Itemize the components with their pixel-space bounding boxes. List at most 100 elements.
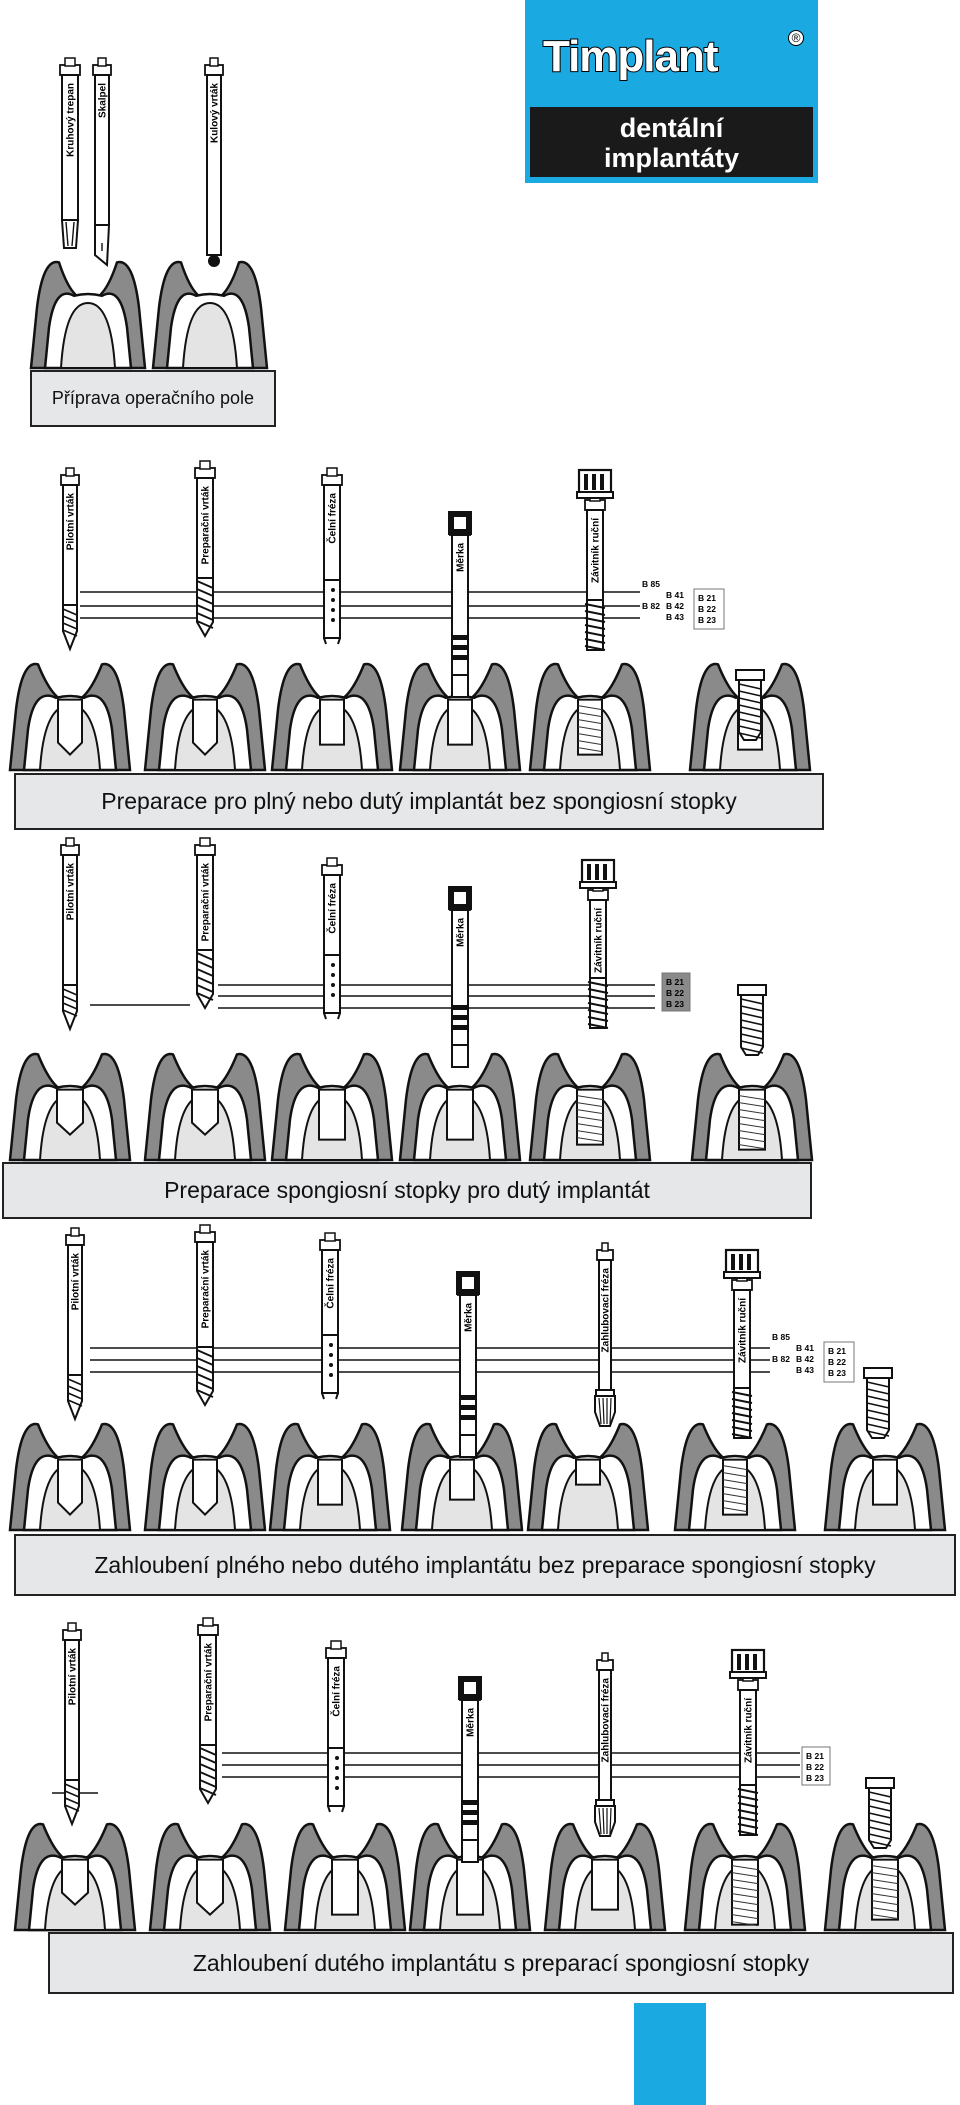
jaw	[148, 1822, 272, 1932]
reference-code: B 23	[666, 999, 684, 1009]
drill-cavity	[318, 1088, 346, 1141]
reference-code: B 41	[796, 1343, 814, 1353]
reference-code: B 21	[666, 977, 684, 987]
scalpel-tool: Skalpel	[92, 57, 112, 268]
hand-tap-tool: Závitník ruční	[723, 1248, 761, 1439]
drill-cavity	[872, 1458, 898, 1506]
drill-cavity	[57, 698, 83, 757]
brand-tagline-line1: dentální	[619, 113, 724, 143]
bottom-accent-tab	[634, 2003, 706, 2105]
jaw	[528, 662, 652, 772]
reference-code: B 23	[806, 1773, 824, 1783]
jaw	[543, 1822, 667, 1932]
pilot-drill-tool: Pilotní vrták	[62, 1622, 82, 1827]
ball-drill-tool: Kulový vrták	[204, 57, 224, 267]
drill-cavity	[56, 1088, 84, 1137]
reference-codes-row2: B 21B 22B 23	[661, 972, 691, 1012]
tool-label: Čelní fréza	[326, 493, 339, 544]
tool-label: Skalpel	[98, 83, 109, 118]
jaw	[673, 1422, 797, 1532]
jaw	[526, 1422, 650, 1532]
drill-cavity	[731, 1858, 759, 1926]
pilot-drill-tool: Pilotní vrták	[60, 837, 80, 1032]
tool-label: Preparační vrták	[201, 1250, 212, 1329]
jaw	[143, 662, 267, 772]
jaw	[400, 1422, 524, 1532]
reference-code: B 21	[698, 593, 716, 603]
depth-gauge-tool: Měrka	[456, 1271, 480, 1458]
caption-row4: Zahloubení dutého implantátu s preparací…	[48, 1932, 954, 1994]
drill-cavity	[447, 698, 473, 746]
reference-code: B 23	[828, 1368, 846, 1378]
timplant-brand-block: Timplant ® dentální implantáty	[525, 0, 818, 183]
jaw	[270, 662, 394, 772]
jaw	[823, 1822, 947, 1932]
drill-cavity	[57, 1458, 83, 1517]
tool-label: Měrka	[466, 1708, 477, 1737]
implant-screw	[865, 1777, 895, 1849]
tool-label: Čelní fréza	[330, 1666, 343, 1717]
drill-cavity	[319, 698, 345, 746]
preparation-drill-tool: Preparační vrták	[197, 1617, 219, 1806]
pilot-drill-tool: Pilotní vrták	[65, 1227, 85, 1422]
tool-label: Zahlubovací fréza	[601, 1268, 612, 1353]
jaw	[151, 260, 269, 370]
hand-tap-tool: Závitník ruční	[579, 858, 617, 1029]
implant-screw	[863, 1367, 893, 1439]
drill-cavity	[191, 1088, 219, 1137]
drill-cavity	[317, 1458, 343, 1506]
depth-gauge-tool: Měrka	[448, 886, 472, 1068]
reference-code: B 22	[806, 1762, 824, 1772]
reference-code: B 85	[642, 579, 660, 589]
tool-label: Kruhový trepan	[66, 83, 77, 157]
tool-label: Preparační vrták	[201, 863, 212, 942]
countersink-tool: Zahlubovací fréza	[594, 1652, 616, 1837]
row-3	[8, 1347, 947, 1532]
reference-code: B 22	[698, 604, 716, 614]
brand-tagline-line2: implantáty	[603, 143, 740, 173]
implant-screw	[737, 984, 767, 1056]
countersink-tool: Zahlubovací fréza	[594, 1242, 616, 1427]
tool-label: Čelní fréza	[324, 1258, 337, 1309]
jaw	[8, 662, 132, 772]
drill-cavity	[196, 1858, 224, 1917]
jaw	[408, 1822, 532, 1932]
jaw	[143, 1422, 267, 1532]
row-operating-field	[29, 260, 269, 370]
jaw	[283, 1822, 407, 1932]
drill-cavity	[456, 1858, 484, 1916]
tool-label: Pilotní vrták	[68, 1648, 79, 1706]
tool-label: Závitník ruční	[738, 1297, 749, 1363]
jaw	[13, 1822, 137, 1932]
tool-label: Zahlubovací fréza	[601, 1678, 612, 1763]
face-mill-tool: Čelní fréza	[321, 467, 343, 645]
row-4	[13, 1752, 947, 1932]
preparation-drill-tool: Preparační vrták	[194, 460, 216, 639]
jaw	[683, 1822, 807, 1932]
drill-cavity	[61, 1858, 89, 1907]
face-mill-tool: Čelní fréza	[321, 857, 343, 1020]
tool-label: Závitník ruční	[591, 517, 602, 583]
reference-code: B 41	[666, 590, 684, 600]
reference-code: B 42	[666, 601, 684, 611]
reference-code: B 85	[772, 1332, 790, 1342]
jaw	[823, 1422, 947, 1532]
reference-code: B 82	[642, 601, 660, 611]
tool-label: Preparační vrták	[204, 1643, 215, 1722]
tool-label: Pilotní vrták	[71, 1253, 82, 1311]
implant-screw	[735, 669, 765, 741]
tool-label: Měrka	[456, 543, 467, 572]
jaw	[143, 1052, 267, 1162]
drill-cavity	[331, 1858, 359, 1916]
drill-cavity	[575, 1458, 601, 1486]
tool-label: Pilotní vrták	[66, 863, 77, 921]
reference-code: B 43	[796, 1365, 814, 1375]
drill-cavity	[591, 1858, 619, 1911]
tool-label: Preparační vrták	[201, 486, 212, 565]
tool-label: Závitník ruční	[744, 1697, 755, 1763]
pilot-drill-tool: Pilotní vrták	[60, 467, 80, 652]
depth-gauge-tool: Měrka	[458, 1676, 482, 1863]
reference-code: B 22	[666, 988, 684, 998]
